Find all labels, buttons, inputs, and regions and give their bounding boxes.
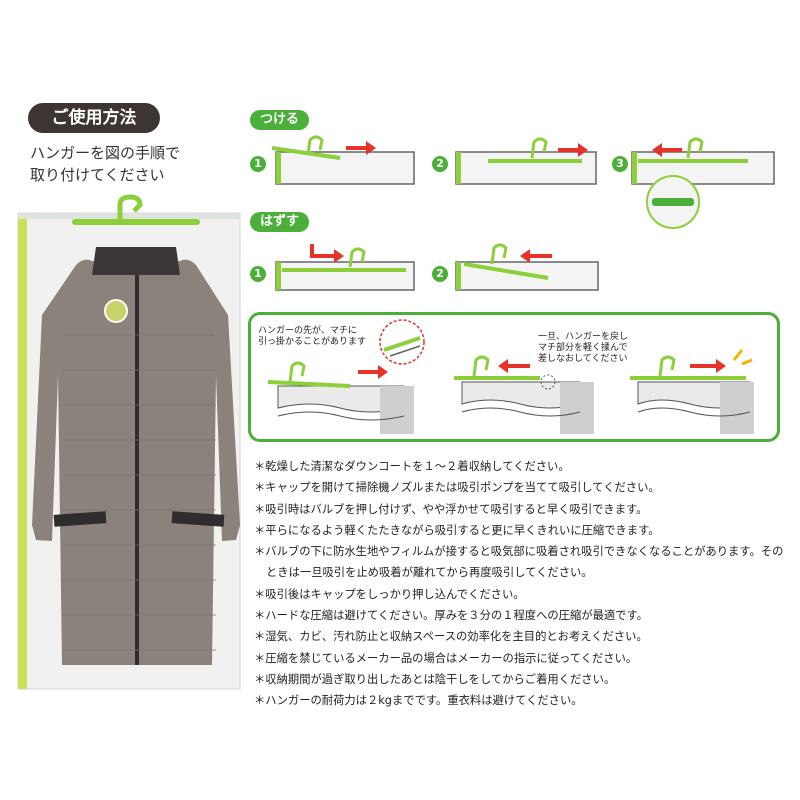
tip-right-text: 一旦、ハンガーを戻し マチ部分を軽く揉んで 差しなおしてください [538, 332, 629, 364]
arrow-left-icon [652, 143, 682, 157]
arrow-bent-right-icon [310, 244, 344, 263]
tip-panel-1 [267, 361, 414, 434]
tip-box [248, 312, 780, 442]
caution-item: ＊吸引後はキャップをしっかり押し込んでください。 [254, 587, 525, 601]
arrow-right-icon [358, 365, 388, 379]
caution-item: ＊ハードな圧縮は避けてください。厚みを３分の１程度への圧縮が最適です。 [254, 609, 648, 623]
caution-item: ＊乾燥した清潔なダウンコートを１～２着収納してください。 [254, 460, 570, 473]
arrow-right-icon [346, 141, 376, 155]
spark-icon [732, 349, 753, 366]
caution-item: ＊平らになるよう軽くたたきながら吸引すると更に早くきれいに圧縮できます。 [254, 523, 660, 537]
caution-item: ＊吸引時はバルブを押し付けず、やや浮かせて吸引すると早く吸引できます。 [254, 502, 648, 516]
tip-left-text: ハンガーの先が、マチに 引っ掛かることがあります [258, 326, 367, 347]
tip-panel-2 [454, 355, 594, 434]
hanger-bar [72, 219, 200, 225]
arrow-right-icon [690, 359, 726, 373]
bag-zipper-strip [18, 213, 27, 689]
caution-item: ＊湿気、カビ、汚れ防止と収納スペースの効率化を主目的とお考えください。 [254, 630, 648, 644]
arrow-left-icon [498, 359, 530, 373]
attach-step-3-diagram [631, 137, 775, 229]
intro-line-1: ハンガーを図の手順で [30, 144, 181, 162]
caution-item: ＊バルブの下に防水生地やフィルムが接すると吸気部に吸着され吸引できなくなることが… [254, 545, 784, 580]
valve-icon [104, 299, 128, 323]
caution-item: ＊ハンガーの耐荷力は２kgまでです。重衣料は避けてください。 [254, 694, 583, 708]
detach-step-1-number: 1 [250, 266, 266, 282]
caution-list: ＊乾燥した清潔なダウンコートを１～２着収納してください。 ＊キャップを開けて掃除… [254, 456, 790, 712]
caution-item: ＊キャップを開けて掃除機ノズルまたは吸引ポンプを当てて吸引してください。 [254, 481, 660, 495]
attach-step-3-number: 3 [612, 156, 628, 172]
attach-step-2-number: 2 [432, 156, 448, 172]
coat-cuff-left [53, 511, 107, 527]
coat-zip-line [135, 275, 139, 665]
attach-step-1-number: 1 [250, 156, 266, 172]
tip-diagrams [267, 319, 754, 434]
bag-top-seal [18, 213, 240, 219]
attach-label: つける [250, 110, 310, 130]
attach-step-1-diagram [271, 135, 415, 185]
caution-item: ＊圧縮を禁じているメーカー品の場合はメーカーの指示に従ってください。 [254, 651, 638, 665]
detach-label: はずす [250, 212, 310, 232]
intro-text: ハンガーを図の手順で 取り付けてください [30, 142, 180, 186]
section-title: ご使用方法 [28, 103, 160, 133]
arrow-left-icon [520, 249, 552, 263]
tip-panel-3 [630, 349, 754, 434]
caution-item: ＊収納期間が過ぎ取り出したあとは陰干しをしてからご着用ください。 [254, 672, 616, 686]
product-bag-image [17, 194, 241, 690]
coat-collar [92, 247, 180, 275]
intro-line-2: 取り付けてください [30, 166, 165, 184]
hanger-hook-icon [117, 194, 143, 223]
detach-step-2-diagram [455, 243, 599, 291]
detach-step-1-diagram [275, 244, 415, 291]
arrow-right-icon [558, 143, 588, 157]
attach-step-2-diagram [455, 137, 597, 185]
coat-cuff-right [171, 511, 225, 527]
detach-step-2-number: 2 [432, 266, 448, 282]
